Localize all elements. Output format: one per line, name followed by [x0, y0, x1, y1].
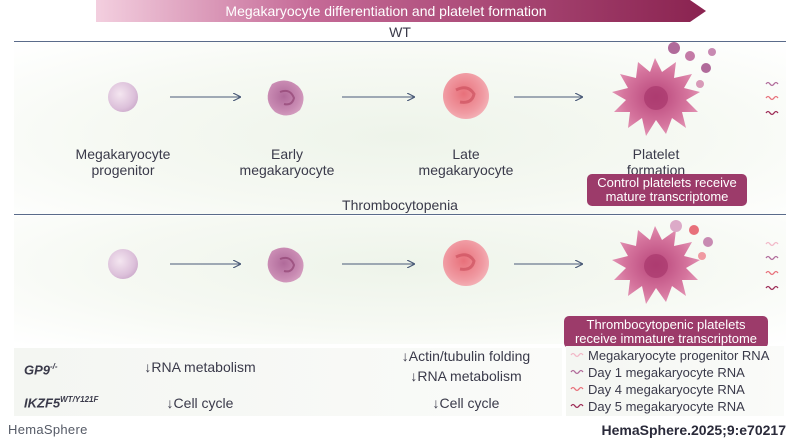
- wt-late-cell: [443, 73, 489, 119]
- wt-early-cell: [267, 80, 304, 116]
- rna-legend: Megakaryocyte progenitor RNA Day 1 megak…: [566, 346, 784, 416]
- rna-squiggle-icon: [570, 369, 584, 375]
- rna-squiggle-icon: [570, 352, 584, 358]
- phenotype-table: [14, 348, 562, 416]
- gene-gp9: GP9-/-: [24, 362, 58, 378]
- stage-label-progenitor: Megakaryocyte progenitor: [75, 146, 171, 178]
- rna-squiggle-icon: [570, 403, 584, 409]
- stage-label-late: Late megakaryocyte: [418, 146, 514, 178]
- thrombocytopenia-badge: Thrombocytopenic platelets receive immat…: [564, 316, 768, 348]
- wt-rna-squiggles: [765, 81, 779, 116]
- divider-middle: [14, 214, 786, 215]
- journal-name: HemaSphere: [8, 422, 88, 437]
- tc-rna-squiggles: [765, 241, 779, 291]
- gp9-late-effect-2: ↓RNA metabolism: [410, 368, 522, 384]
- tc-progenitor-cell: [108, 249, 138, 279]
- ikzf5-early-effect: ↓Cell cycle: [166, 395, 234, 411]
- wt-title: WT: [389, 24, 411, 40]
- wt-badge: Control platelets receive mature transcr…: [587, 174, 747, 206]
- ikzf5-late-effect: ↓Cell cycle: [432, 395, 500, 411]
- tc-late-cell: [443, 240, 489, 286]
- tc-platelet-forming-cell: [612, 220, 713, 304]
- wt-progenitor-cell: [108, 82, 138, 112]
- citation: HemaSphere.2025;9:e70217: [601, 422, 786, 438]
- wt-platelet-forming-cell: [612, 42, 716, 136]
- gp9-late-effect-1: ↓Actin/tubulin folding: [401, 348, 531, 364]
- stage-label-early: Early megakaryocyte: [239, 146, 335, 178]
- tc-early-cell: [267, 247, 304, 283]
- banner-arrow: [96, 0, 706, 22]
- rna-squiggle-icon: [570, 386, 584, 392]
- gp9-early-effect: ↓RNA metabolism: [144, 359, 256, 375]
- gene-ikzf5: IKZF5WT/Y121F: [24, 395, 99, 411]
- banner-title: Megakaryocyte differentiation and platel…: [225, 3, 547, 19]
- thrombocytopenia-title: Thrombocytopenia: [342, 197, 458, 213]
- divider-top: [14, 41, 786, 42]
